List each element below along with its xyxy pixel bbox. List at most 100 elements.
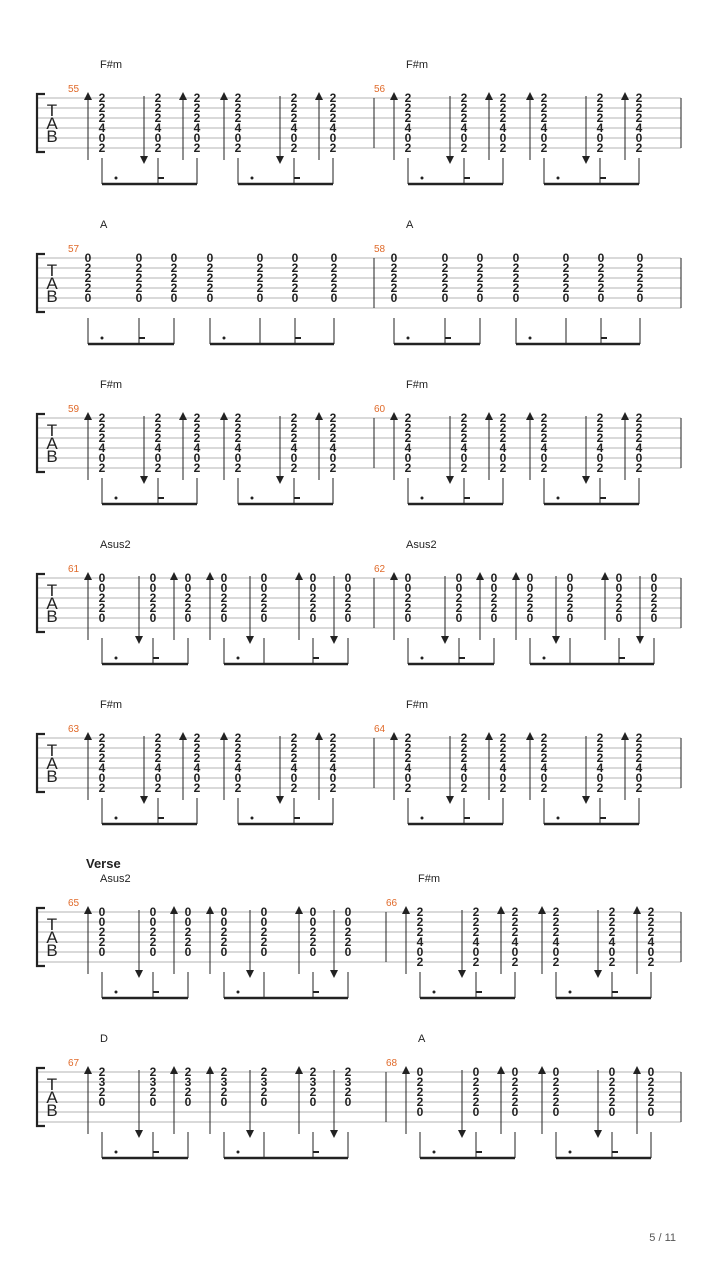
- fret-number: 0: [541, 451, 548, 465]
- fret-number: 0: [461, 451, 468, 465]
- strum-down-arrow: [140, 156, 148, 164]
- fret-number: 2: [155, 111, 162, 125]
- fret-number: 0: [345, 611, 352, 625]
- fret-number: 2: [500, 781, 507, 795]
- system-bracket: [35, 1066, 45, 1128]
- system-bracket: [35, 906, 45, 968]
- fret-number: 2: [648, 1075, 655, 1089]
- fret-number: 2: [648, 1095, 655, 1109]
- note-dot: [420, 176, 424, 180]
- fret-number: 2: [291, 741, 298, 755]
- fret-number: 2: [636, 111, 643, 125]
- fret-number: 0: [609, 1065, 616, 1079]
- fret-number: 2: [512, 1075, 519, 1089]
- fret-number: 0: [491, 611, 498, 625]
- system-bracket: [35, 252, 45, 314]
- note-dot: [568, 1150, 572, 1154]
- fret-number: 2: [541, 781, 548, 795]
- chord-name: F#m: [406, 699, 428, 711]
- fret-number: 2: [500, 741, 507, 755]
- fret-number: 2: [221, 935, 228, 949]
- fret-number: 2: [155, 781, 162, 795]
- strum-down-arrow: [441, 636, 449, 644]
- fret-number: 0: [85, 251, 92, 265]
- strum-down-arrow: [458, 1130, 466, 1138]
- fret-number: 2: [597, 421, 604, 435]
- strum-down-arrow: [246, 636, 254, 644]
- fret-number: 4: [194, 761, 201, 775]
- fret-number: 2: [541, 461, 548, 475]
- fret-number: 2: [99, 925, 106, 939]
- fret-number: 2: [541, 411, 548, 425]
- fret-number: 2: [171, 261, 178, 275]
- fret-number: 2: [512, 1085, 519, 1099]
- fret-number: 2: [221, 1085, 228, 1099]
- strum-up-arrow: [390, 92, 398, 100]
- fret-number: 2: [609, 925, 616, 939]
- fret-number: 2: [609, 1095, 616, 1109]
- chord-name: F#m: [100, 59, 122, 71]
- fret-number: 4: [155, 441, 162, 455]
- tab-clef-letter: A: [46, 114, 58, 133]
- fret-number: 2: [221, 925, 228, 939]
- fret-number: 2: [473, 925, 480, 939]
- strum-up-arrow: [601, 572, 609, 580]
- note-dot: [236, 990, 240, 994]
- fret-number: 4: [330, 761, 337, 775]
- fret-number: 2: [648, 955, 655, 969]
- tab-clef-letter: B: [46, 941, 57, 960]
- fret-number: 2: [597, 461, 604, 475]
- fret-number: 0: [513, 251, 520, 265]
- fret-number: 0: [345, 945, 352, 959]
- fret-number: 0: [310, 905, 317, 919]
- fret-number: 0: [194, 131, 201, 145]
- fret-number: 0: [461, 131, 468, 145]
- fret-number: 2: [473, 1095, 480, 1109]
- fret-number: 0: [310, 945, 317, 959]
- fret-number: 2: [461, 731, 468, 745]
- fret-number: 2: [405, 741, 412, 755]
- fret-number: 2: [500, 101, 507, 115]
- fret-number: 2: [345, 1085, 352, 1099]
- fret-number: 0: [616, 571, 623, 585]
- tab-clef-letter: B: [46, 1101, 57, 1120]
- strum-up-arrow: [84, 92, 92, 100]
- fret-number: 0: [310, 1095, 317, 1109]
- fret-number: 2: [567, 601, 574, 615]
- strum-up-arrow: [84, 572, 92, 580]
- strum-down-arrow: [330, 1130, 338, 1138]
- fret-number: 2: [456, 591, 463, 605]
- fret-number: 0: [185, 571, 192, 585]
- fret-number: 0: [99, 451, 106, 465]
- bar-number: 57: [68, 244, 80, 255]
- fret-number: 0: [567, 571, 574, 585]
- fret-number: 0: [609, 1105, 616, 1119]
- fret-number: 2: [500, 731, 507, 745]
- fret-number: 0: [221, 581, 228, 595]
- fret-number: 2: [150, 591, 157, 605]
- chord-name: F#m: [100, 699, 122, 711]
- fret-number: 2: [257, 261, 264, 275]
- fret-number: 2: [99, 91, 106, 105]
- fret-number: 2: [99, 1065, 106, 1079]
- fret-number: 0: [310, 571, 317, 585]
- fret-number: 2: [473, 955, 480, 969]
- fret-number: 2: [636, 431, 643, 445]
- note-dot: [406, 336, 410, 340]
- bar-number: 56: [374, 84, 386, 95]
- fret-number: 2: [185, 935, 192, 949]
- fret-number: 2: [636, 421, 643, 435]
- bar-number: 59: [68, 404, 80, 415]
- fret-number: 2: [597, 731, 604, 745]
- fret-number: 2: [616, 591, 623, 605]
- fret-number: 4: [500, 121, 507, 135]
- fret-number: 2: [155, 751, 162, 765]
- strum-up-arrow: [485, 412, 493, 420]
- fret-number: 2: [235, 731, 242, 745]
- note-dot: [236, 1150, 240, 1154]
- fret-number: 2: [648, 905, 655, 919]
- chord-name: F#m: [406, 379, 428, 391]
- fret-number: 0: [491, 571, 498, 585]
- tab-clef-letter: A: [46, 754, 58, 773]
- fret-number: 0: [99, 611, 106, 625]
